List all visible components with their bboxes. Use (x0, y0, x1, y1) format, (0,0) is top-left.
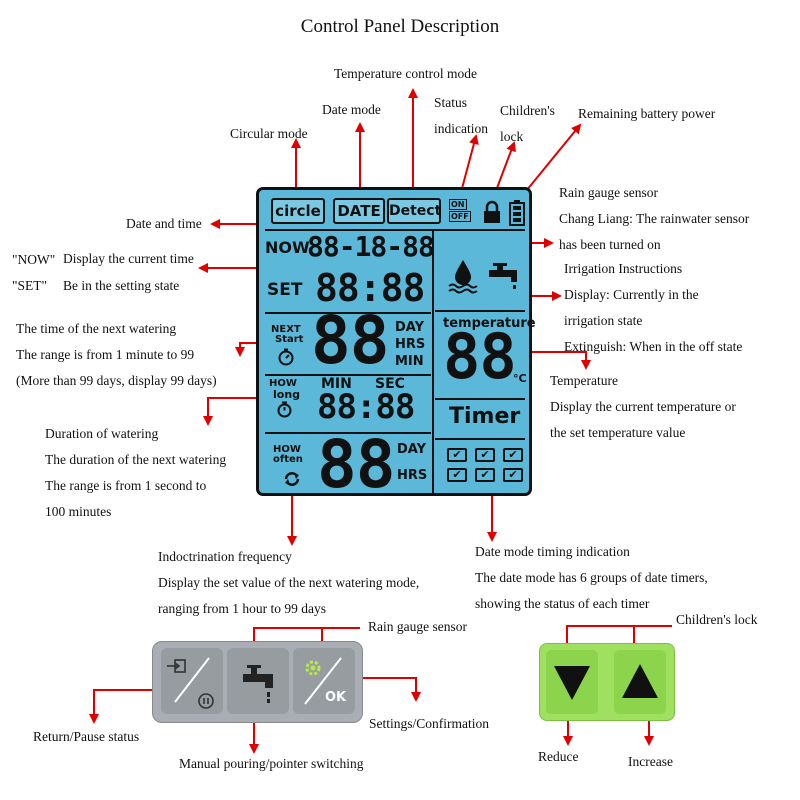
lcd-next-digits: 88 (311, 302, 389, 379)
timer-check: ✔ (447, 448, 467, 462)
return-pause-button[interactable] (161, 648, 223, 714)
label-status-indication: Status indication (434, 95, 488, 136)
lcd-divider (265, 374, 431, 376)
arrow-temperature (520, 351, 591, 370)
lcd-temp-digits: 88 (443, 320, 517, 393)
lcd-duration-digits: 88:88 (317, 387, 415, 427)
timer-check: ✔ (447, 468, 467, 482)
label-manual-pouring: Manual pouring/pointer switching (179, 756, 364, 771)
lcd-divider (265, 312, 431, 314)
label-date-mode: Date mode (322, 102, 381, 117)
arrow-status (459, 134, 479, 197)
lcd-status-off: OFF (449, 211, 471, 222)
lcd-set-label: SET (267, 280, 303, 300)
battery-icon (509, 200, 525, 226)
lcd-long-label: long (273, 388, 301, 401)
lcd-now-label: NOW (265, 238, 310, 257)
timer-check: ✔ (503, 468, 523, 482)
return-pause-symbol (167, 657, 214, 709)
green-keypad (539, 643, 675, 721)
lcd-timer-label: Timer (449, 404, 521, 429)
label-rain-gauge-top: Rain gauge sensor Chang Liang: The rainw… (559, 185, 750, 252)
label-reduce: Reduce (538, 749, 579, 764)
lcd-status-on: ON (449, 199, 467, 210)
manual-pouring-button[interactable] (227, 648, 289, 714)
stopwatch-icon (277, 401, 292, 418)
triangle-up-icon (622, 664, 658, 698)
label-date-timing: Date mode timing indication The date mod… (475, 544, 708, 611)
lcd-unit-min: MIN (395, 354, 424, 369)
lcd-date-digits: 88-18-88 (307, 230, 435, 263)
label-childrens-lock-top: Children's lock (500, 103, 555, 144)
lcd-mode-circle: circle (271, 198, 325, 224)
label-temperature: Temperature Display the current temperat… (550, 373, 736, 440)
label-childrens-lock-bottom: Children's lock (676, 612, 758, 627)
label-settings-confirm: Settings/Confirmation (369, 716, 489, 731)
rain-sensor-icon (448, 260, 478, 294)
label-circular-mode: Circular mode (230, 126, 308, 141)
lcd-unit-day: DAY (395, 320, 425, 335)
label-duration: Duration of watering The duration of the… (45, 426, 227, 519)
label-rain-gauge-bottom: Rain gauge sensor (368, 619, 467, 634)
label-next-watering: The time of the next watering The range … (16, 321, 217, 388)
timer-check: ✔ (475, 448, 495, 462)
lcd-start-label: Start (275, 334, 304, 345)
lcd-divider (265, 432, 431, 434)
label-now: "NOW" (12, 252, 56, 267)
label-date-and-time: Date and time (126, 216, 202, 231)
timer-icon (278, 348, 294, 366)
label-set: "SET" (12, 278, 48, 293)
lcd-how-label: HOW (269, 378, 297, 389)
lcd-often-label: often (273, 454, 303, 465)
label-return-pause: Return/Pause status (33, 729, 140, 744)
lcd-often-digits: 88 (317, 426, 395, 503)
cycle-icon (284, 472, 300, 486)
lcd-celsius: °C (513, 372, 527, 385)
gray-keypad: OK (152, 641, 363, 723)
settings-confirm-button[interactable]: OK (293, 648, 355, 714)
lcd-display: circle DATE Detect ON OFF NOW 88-18-88 S… (256, 187, 536, 500)
lcd-mode-detect: Detect (387, 198, 441, 224)
lcd-unit-day-2: DAY (397, 442, 427, 457)
lcd-temperature-label: temperature (443, 316, 536, 331)
lcd-min-label: MIN (321, 376, 352, 392)
timer-check: ✔ (503, 448, 523, 462)
ok-label: OK (325, 690, 347, 705)
label-increase: Increase (628, 754, 673, 769)
lcd-unit-hrs-2: HRS (397, 468, 428, 483)
increase-button[interactable] (614, 650, 666, 714)
label-set-desc: Be in the setting state (63, 278, 180, 293)
lcd-divider (432, 229, 434, 493)
label-irrigation: Irrigation Instructions Display: Current… (564, 261, 743, 354)
label-frequency: Indoctrination frequency Display the set… (158, 549, 420, 616)
lcd-divider (435, 438, 525, 440)
lcd-next-label: NEXT (271, 324, 301, 335)
label-remaining-battery: Remaining battery power (578, 106, 716, 121)
lock-icon (484, 200, 500, 223)
settings-ok-symbol (304, 657, 342, 705)
faucet-icon (489, 263, 517, 289)
lcd-mode-date: DATE (333, 198, 385, 224)
lcd-divider (265, 229, 525, 231)
lcd-time-digits: 88:88 (315, 266, 425, 310)
faucet-icon (243, 665, 273, 703)
arrow-battery (521, 123, 582, 197)
lcd-sec-label: SEC (375, 376, 405, 392)
triangle-down-icon (554, 666, 590, 700)
timer-check: ✔ (475, 468, 495, 482)
lcd-unit-hrs: HRS (395, 337, 426, 352)
lcd-divider (435, 310, 525, 312)
lcd-divider (435, 398, 525, 400)
label-now-desc: Display the current time (63, 251, 194, 266)
label-temperature-control-mode: Temperature control mode (334, 66, 477, 81)
lcd-how-label-2: HOW (273, 444, 301, 455)
page-title: Control Panel Description (300, 16, 500, 37)
reduce-button[interactable] (546, 650, 598, 714)
